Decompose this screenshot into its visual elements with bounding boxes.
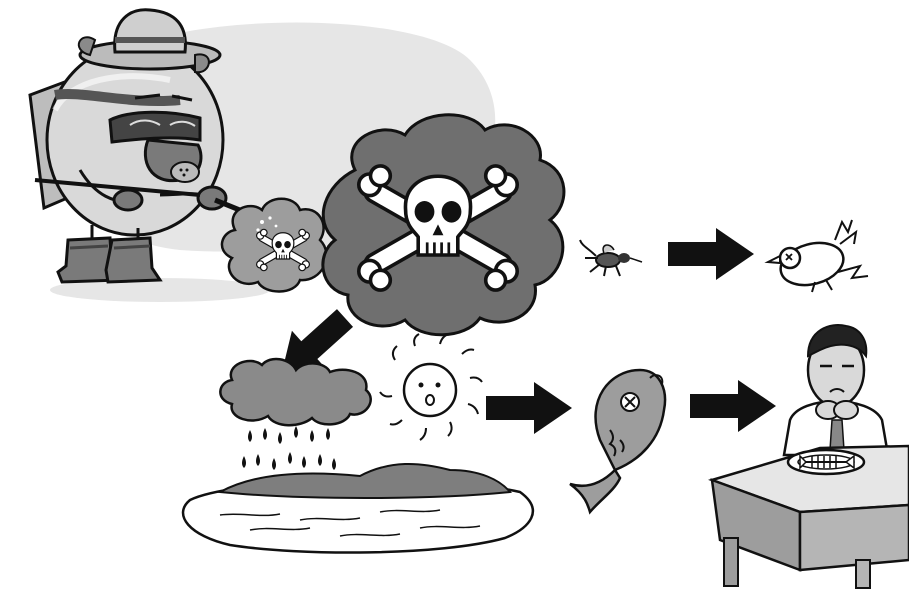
sun — [380, 334, 482, 440]
dead-bird — [768, 220, 868, 292]
arrow-icon — [690, 380, 776, 432]
sick-fish — [570, 370, 665, 512]
sick-man-at-table — [712, 325, 909, 588]
arrow-icon — [668, 228, 754, 280]
lake — [183, 464, 533, 553]
small-poison-cloud — [222, 199, 327, 292]
dying-insect — [580, 240, 642, 276]
arrow-icon — [486, 382, 572, 434]
rain-cloud — [220, 359, 370, 470]
large-poison-cloud — [323, 115, 564, 335]
